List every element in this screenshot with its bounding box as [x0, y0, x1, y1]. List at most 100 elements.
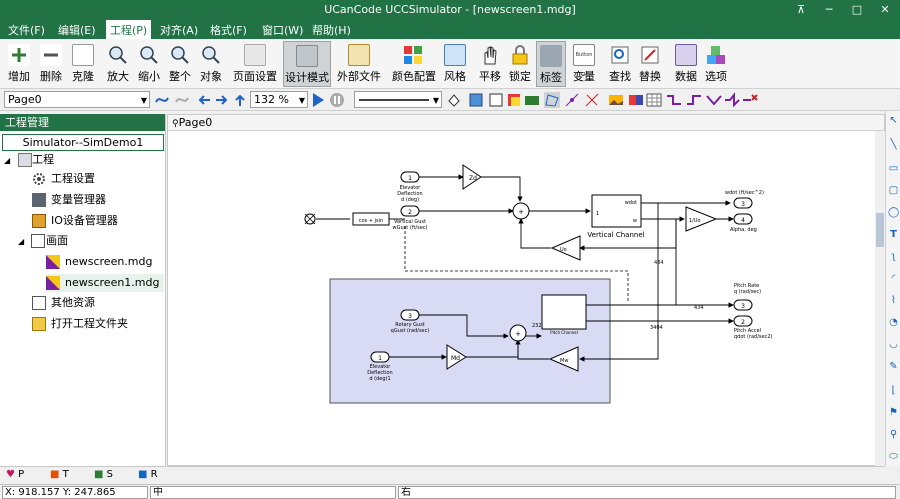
- tab-p[interactable]: ♥ P: [6, 469, 25, 480]
- add-button[interactable]: 增加: [4, 41, 34, 87]
- design-mode-button[interactable]: 设计模式: [283, 41, 331, 87]
- select-icon[interactable]: ↖: [889, 115, 898, 126]
- tag-button[interactable]: 标签: [536, 41, 566, 87]
- menu-format[interactable]: 格式(F): [210, 24, 247, 37]
- image-icon[interactable]: [608, 92, 624, 108]
- menu-align[interactable]: 对齐(A): [160, 24, 199, 37]
- text-icon[interactable]: T: [890, 229, 897, 240]
- close-button[interactable]: ✕: [880, 3, 890, 16]
- line-style-select[interactable]: ▼: [354, 91, 442, 108]
- gain-mw[interactable]: Mw: [548, 346, 579, 372]
- zoom-out-button[interactable]: 缩小: [134, 41, 164, 87]
- gradient-icon[interactable]: [628, 92, 644, 108]
- tab-r[interactable]: ■ R: [138, 469, 158, 480]
- outport-alpha[interactable]: 4: [733, 213, 753, 225]
- menu-edit[interactable]: 编辑(E): [58, 24, 96, 37]
- pan-button[interactable]: 平移: [476, 41, 504, 87]
- ellipse-outline-icon[interactable]: ⬭: [889, 451, 898, 462]
- menu-file[interactable]: 文件(F): [8, 24, 45, 37]
- project-name[interactable]: Simulator--SimDemo1: [2, 134, 164, 151]
- tree-item-screens[interactable]: ◢画面: [18, 234, 69, 248]
- flag-icon[interactable]: ⚑: [889, 407, 898, 418]
- table-icon[interactable]: [646, 92, 662, 108]
- connector-icon-1[interactable]: [666, 92, 682, 108]
- paint-bucket-icon[interactable]: [446, 92, 462, 108]
- horizontal-scrollbar[interactable]: [167, 466, 885, 484]
- menu-project[interactable]: 工程(P): [106, 20, 152, 39]
- connector-icon-4[interactable]: [724, 92, 740, 108]
- scroll-thumb[interactable]: [876, 213, 884, 247]
- zoom-fit-button[interactable]: 整个: [165, 41, 195, 87]
- back-arrow-icon[interactable]: [196, 92, 212, 108]
- ellipse-icon[interactable]: ◯: [888, 207, 900, 218]
- replace-button[interactable]: 替换: [636, 41, 664, 87]
- sum-block-top[interactable]: +: [512, 202, 530, 220]
- tree-item-variable-manager[interactable]: 变量管理器: [32, 191, 106, 209]
- zoom-object-button[interactable]: 对象: [196, 41, 226, 87]
- rectangle-icon[interactable]: ▭: [888, 163, 899, 174]
- gain-zd[interactable]: Zd: [462, 164, 482, 190]
- shadow-icon[interactable]: [524, 92, 540, 108]
- connector-delete-icon[interactable]: [742, 92, 758, 108]
- find-button[interactable]: 查找: [606, 41, 634, 87]
- maximize-button[interactable]: □: [851, 3, 863, 16]
- pin-button[interactable]: ⊼: [796, 3, 806, 16]
- inport-vertical-gust[interactable]: 2: [400, 205, 420, 217]
- tab-s[interactable]: ■ S: [94, 469, 113, 480]
- inport-elevator[interactable]: 1: [400, 171, 420, 183]
- lock-button[interactable]: 锁定: [506, 41, 534, 87]
- vertical-scrollbar[interactable]: [875, 131, 885, 466]
- expand-icon[interactable]: ◢: [18, 237, 25, 246]
- line-color-icon[interactable]: [488, 92, 504, 108]
- gain-md[interactable]: Md: [446, 344, 467, 370]
- delete-button[interactable]: 删除: [36, 41, 66, 87]
- rounded-rect-icon[interactable]: ▢: [888, 185, 899, 196]
- zoom-in-button[interactable]: 放大: [103, 41, 133, 87]
- tree-item-newscreen1[interactable]: newscreen1.mdg: [46, 274, 164, 292]
- tree-item-open-folder[interactable]: 打开工程文件夹: [32, 315, 128, 333]
- curve-icon[interactable]: ʅ: [891, 251, 896, 262]
- style-button[interactable]: 风格: [440, 41, 470, 87]
- gain-uo[interactable]: Uo: [550, 235, 581, 261]
- color-config-button[interactable]: 颜色配置: [392, 41, 436, 87]
- page-select[interactable]: Page0▼: [4, 91, 150, 108]
- bracket-icon[interactable]: ⌊: [891, 385, 896, 396]
- external-file-button[interactable]: 外部文件: [336, 41, 382, 87]
- diagram-canvas[interactable]: cos + jsin 1 Elevator Deflection d (deg)…: [168, 115, 884, 465]
- chord-icon[interactable]: ◡: [889, 339, 898, 350]
- data-button[interactable]: 数据: [672, 41, 700, 87]
- polyline-icon[interactable]: ⌇: [891, 295, 896, 306]
- gain-inv-uo[interactable]: 1/Uo: [685, 206, 718, 232]
- tree-item-io-manager[interactable]: IO设备管理器: [32, 212, 118, 230]
- menu-help[interactable]: 帮助(H): [312, 24, 351, 37]
- up-arrow-icon[interactable]: [232, 92, 248, 108]
- tree-item-newscreen[interactable]: newscreen.mdg: [46, 253, 152, 271]
- inport-rotary-gust[interactable]: 3: [400, 309, 420, 321]
- expand-icon[interactable]: ◢: [4, 156, 11, 165]
- options-button[interactable]: 选项: [702, 41, 730, 87]
- add-point-icon[interactable]: [564, 92, 580, 108]
- connector-icon-3[interactable]: [706, 92, 722, 108]
- tab-t[interactable]: ■ T: [50, 469, 69, 480]
- polygon-icon[interactable]: [544, 92, 560, 108]
- pen-icon[interactable]: ✎: [889, 361, 898, 372]
- play-icon[interactable]: [310, 92, 326, 108]
- page-setup-button[interactable]: 页面设置: [232, 41, 278, 87]
- arc-icon[interactable]: ◜: [891, 273, 896, 284]
- unlink-icon[interactable]: [174, 92, 190, 108]
- pitch-channel-block[interactable]: Pitch Channel: [541, 294, 587, 335]
- connector-icon-2[interactable]: [686, 92, 702, 108]
- map-pin-icon[interactable]: ⚲: [889, 429, 898, 440]
- pause-icon[interactable]: [329, 92, 345, 108]
- sum-block-bottom[interactable]: +: [509, 324, 527, 342]
- zoom-select[interactable]: 132 %▼: [250, 91, 308, 108]
- tree-item-resources[interactable]: 其他资源: [32, 294, 95, 312]
- forward-arrow-icon[interactable]: [214, 92, 230, 108]
- tab-page0[interactable]: ⚲Page0: [172, 116, 213, 129]
- tree-item-project[interactable]: ◢工程: [4, 153, 55, 167]
- pie-icon[interactable]: ◔: [889, 317, 898, 328]
- link-icon[interactable]: [154, 92, 170, 108]
- inport-elevator-1[interactable]: 1: [370, 351, 390, 363]
- delete-point-icon[interactable]: [584, 92, 600, 108]
